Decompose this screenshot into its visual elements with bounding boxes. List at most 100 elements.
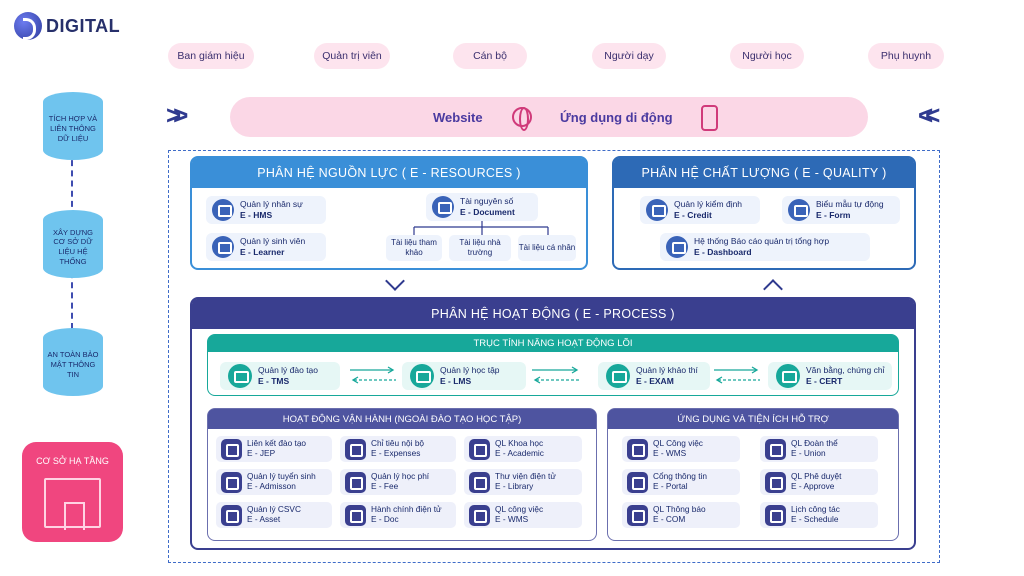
fee-icon: [345, 471, 366, 493]
resources-title: PHÂN HỆ NGUỒN LỰC ( E - RESOURCES ): [192, 158, 586, 188]
module-name: QL công việc: [495, 504, 544, 515]
module-code: E - Library: [495, 481, 534, 491]
document-icon: [345, 504, 366, 526]
module-code: E - TMS: [258, 376, 290, 386]
module-code: E - HMS: [240, 210, 273, 220]
module-code: E - Approve: [791, 481, 835, 491]
module-name: QL Thông báo: [653, 504, 706, 515]
certificate-icon: [776, 364, 800, 388]
module-name: Quản lý đào tạo: [258, 365, 319, 376]
module-name: Quản lý học tập: [440, 365, 500, 376]
module-code: E - Document: [460, 207, 515, 217]
module-name: QL Đoàn thể: [791, 438, 838, 449]
hr-icon: [212, 199, 234, 221]
task-icon: [469, 504, 490, 526]
cloud-icon: [432, 196, 454, 218]
portal-icon: [627, 471, 648, 493]
module-name: Thư viện điện tử: [495, 471, 556, 482]
form-icon: [788, 199, 810, 221]
admission-icon: [221, 471, 242, 493]
access-channels-bar: Website Ứng dụng di động: [230, 97, 868, 137]
module-code: E - LMS: [440, 376, 472, 386]
infrastructure-label: CƠ SỞ HẠ TẦNG: [36, 456, 109, 466]
module-name: QL Khoa học: [495, 438, 544, 449]
core-axis-box: TRỤC TÍNH NĂNG HOẠT ĐỘNG LÕI: [207, 334, 899, 396]
doc-reference: Tài liệu tham khảo: [386, 235, 442, 261]
dashboard-icon: [666, 236, 688, 258]
module-code: E - COM: [653, 514, 686, 524]
role-pill: Phụ huynh: [868, 43, 944, 69]
process-panel: PHÂN HỆ HOẠT ĐỘNG ( E - PROCESS ): [190, 297, 916, 550]
asset-icon: [221, 504, 242, 526]
quality-title: PHÂN HỆ CHẤT LƯỢNG ( E - QUALITY ): [614, 158, 914, 188]
support-box: ỨNG DỤNG VÀ TIỆN ÍCH HỖ TRỢ: [607, 408, 899, 541]
approve-icon: [765, 471, 786, 493]
module-code: E - Credit: [674, 210, 712, 220]
notification-icon: [627, 504, 648, 526]
task-icon: [627, 438, 648, 460]
building-icon: [44, 478, 101, 530]
module-code: E - Admisson: [247, 481, 296, 491]
module-code: E - Doc: [371, 514, 399, 524]
module-code: E - Portal: [653, 481, 688, 491]
module-name: QL Phê duyệt: [791, 471, 842, 482]
module-code: E - WMS: [653, 448, 687, 458]
phone-icon: [701, 105, 718, 131]
checklist-icon: [646, 199, 668, 221]
data-integration-cylinder: TÍCH HỢP VÀ LIÊN THÔNG DỮ LIỆU: [43, 92, 103, 160]
role-pill: Người dạy: [592, 43, 666, 69]
process-title: PHÂN HỆ HOẠT ĐỘNG ( E - PROCESS ): [192, 299, 914, 329]
module-name: Hành chính điện tử: [371, 504, 442, 515]
database-cylinder: XÂY DỰNG CƠ SỞ DỮ LIỆU HỆ THỐNG: [43, 210, 103, 278]
security-cylinder: AN TOÀN BẢO MẬT THÔNG TIN: [43, 328, 103, 396]
document-connectors: [413, 221, 549, 235]
module-name: Quản lý khảo thí: [636, 365, 698, 376]
doc-school: Tài liệu nhà trường: [449, 235, 511, 261]
module-name: Quản lý nhân sự: [240, 199, 303, 210]
expenses-icon: [345, 438, 366, 460]
mobile-app-label: Ứng dụng di động: [560, 109, 673, 125]
logo-text: DIGITAL: [46, 15, 121, 36]
globe-icon: [512, 107, 532, 131]
calendar-icon: [765, 504, 786, 526]
core-flow-arrows: [350, 366, 760, 384]
module-name: Quản lý học phí: [371, 471, 430, 482]
module-code: E - Dashboard: [694, 247, 752, 257]
library-icon: [469, 471, 490, 493]
operations-box: HOẠT ĐỘNG VẬN HÀNH (NGOÀI ĐÀO TẠO HỌC TẬ…: [207, 408, 597, 541]
operations-title: HOẠT ĐỘNG VẬN HÀNH (NGOÀI ĐÀO TẠO HỌC TẬ…: [208, 409, 596, 429]
role-pill: Cán bộ: [453, 43, 527, 69]
module-name: Lịch công tác: [791, 504, 840, 515]
module-name: Cổng thông tin: [653, 471, 707, 482]
module-code: E - Expenses: [371, 448, 421, 458]
module-code: E - Form: [816, 210, 851, 220]
module-code: E - Asset: [247, 514, 281, 524]
module-name: QL Công việc: [653, 438, 703, 449]
system-frame: [168, 150, 940, 563]
role-pill: Người học: [730, 43, 804, 69]
role-pill: Ban giám hiệu: [168, 43, 254, 69]
module-code: E - Fee: [371, 481, 399, 491]
link-icon: [221, 438, 242, 460]
module-name: Quản lý CSVC: [247, 504, 301, 515]
module-name: Hệ thống Báo cáo quản trị tổng hợp: [694, 236, 830, 247]
support-title: ỨNG DỤNG VÀ TIỆN ÍCH HỖ TRỢ: [608, 409, 898, 429]
